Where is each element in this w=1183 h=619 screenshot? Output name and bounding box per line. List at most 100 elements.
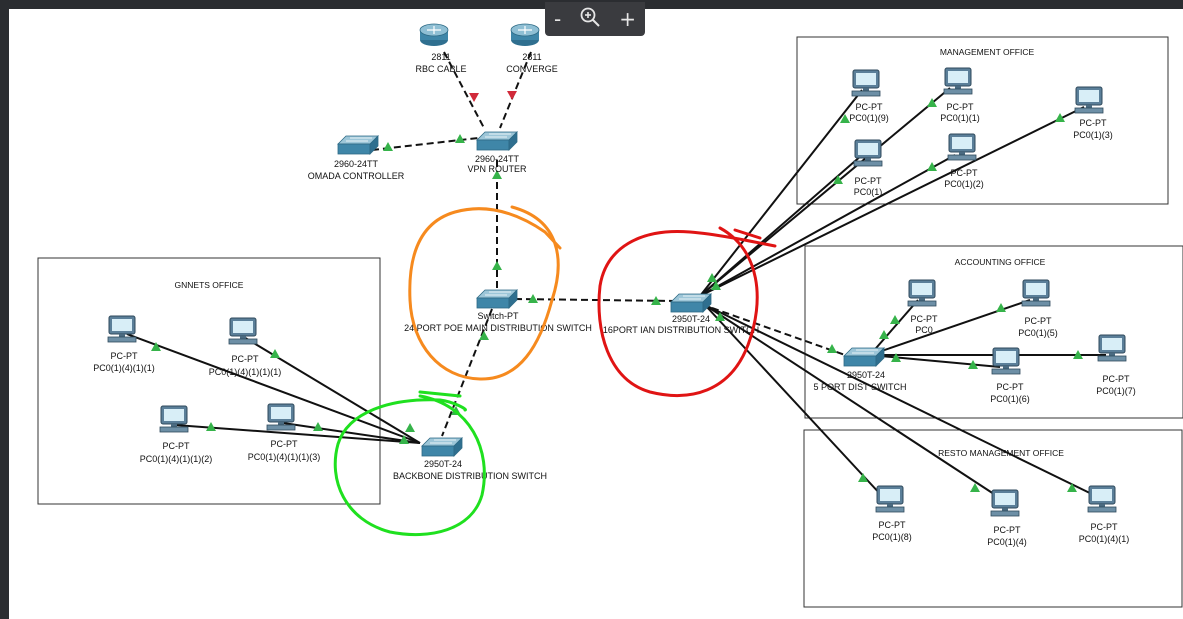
cable-lan16-m3[interactable] (699, 106, 1085, 297)
zoom-out-button[interactable]: - (554, 7, 562, 31)
device-name: PC0(1)(4)(1) (1079, 534, 1130, 544)
pc-icon (875, 485, 905, 513)
device-model: 2960-24TT (475, 154, 520, 164)
device-name: PC0(1)(4) (987, 537, 1027, 547)
link-light-up (492, 261, 502, 270)
switch-icon (337, 135, 379, 155)
device-model: PC-PT (1025, 316, 1053, 326)
device-name: PC0(1)(2) (944, 179, 984, 189)
cable-lan16-r4[interactable] (704, 304, 1001, 499)
pc-icon (159, 405, 189, 433)
cable-poe-backbone[interactable] (441, 308, 493, 437)
area-title: MANAGEMENT OFFICE (940, 47, 1035, 57)
area-title: ACCOUNTING OFFICE (955, 257, 1046, 267)
switch-backbone-distribution[interactable]: 2950T-24 BACKBONE DISTRIBUTION SWITCH (393, 437, 547, 481)
zoom-in-button[interactable]: + (619, 7, 636, 31)
switch-poe-main-distribution[interactable]: Switch-PT 24 PORT POE MAIN DISTRIBUTION … (404, 289, 592, 333)
pc-icon (991, 347, 1021, 375)
switch-vpn-router[interactable]: 2960-24TT VPN ROUTER (467, 131, 527, 174)
device-model: 2950T-24 (424, 459, 462, 469)
device-name: PC0(1)(4)(1)(1)(2) (140, 454, 213, 464)
device-name: PC0(1)(4)(1)(1)(3) (248, 452, 321, 462)
switch-16port-lan-distribution[interactable]: 2950T-24 16PORT IAN DISTRIBUTION SWITCH (603, 293, 759, 335)
cable-lan16-r8[interactable] (704, 304, 883, 497)
device-model: PC-PT (163, 441, 191, 451)
pc-a5[interactable]: PC-PT PC0(1)(5) (1018, 279, 1058, 338)
cable-rbc-vpn[interactable] (443, 51, 485, 129)
link-light-up (996, 303, 1006, 312)
link-light-up (383, 142, 393, 151)
device-model: PC-PT (111, 351, 139, 361)
annotation-circle-orange (408, 205, 562, 381)
magnifier-icon (580, 7, 600, 27)
device-name: PC0 (915, 325, 933, 335)
pc-g3[interactable]: PC-PT PC0(1)(4)(1)(1)(2) (140, 405, 213, 464)
cable-poe-lan16[interactable] (514, 298, 677, 302)
cable-lan16-dist5[interactable] (711, 307, 846, 356)
pc-icon (947, 133, 977, 161)
device-name: PC0(1)(9) (849, 113, 889, 123)
zoom-in-icon[interactable] (579, 6, 601, 33)
area-resto-management-office[interactable]: RESTO MANAGEMENT OFFICE (803, 429, 1183, 608)
cable-converge-vpn[interactable] (499, 51, 532, 129)
cable-backbone-g4[interactable] (282, 422, 421, 444)
device-name: PC0(1)(7) (1096, 386, 1136, 396)
cable-dist5-a0[interactable] (869, 299, 919, 356)
device-model: PC-PT (997, 382, 1025, 392)
link-light-down (507, 91, 517, 100)
cable-lan16-m2[interactable] (699, 154, 956, 297)
area-management-office[interactable]: MANAGEMENT OFFICE (796, 36, 1169, 205)
cable-lan16-r41[interactable] (704, 304, 1101, 499)
area-accounting-office[interactable]: ACCOUNTING OFFICE (804, 245, 1183, 419)
device-model: 2811 (431, 52, 450, 62)
link-light-up (858, 473, 868, 482)
device-name: PC0(1)(1) (940, 113, 980, 123)
pc-icon (266, 403, 296, 431)
cable-backbone-g3[interactable] (174, 424, 421, 444)
cable-lan16-m9[interactable] (699, 89, 863, 297)
pc-icon (1097, 334, 1127, 362)
cable-lan16-m0[interactable] (699, 154, 863, 297)
cable-backbone-g2[interactable] (241, 335, 421, 444)
cable-lan16-m1[interactable] (699, 87, 951, 297)
pc-icon (107, 315, 137, 343)
device-name: BACKBONE DISTRIBUTION SWITCH (393, 471, 547, 481)
cables (126, 51, 1106, 499)
link-light-up (455, 134, 465, 143)
cable-dist5-a6[interactable] (869, 354, 1001, 368)
device-name: PC0(1)(5) (1018, 328, 1058, 338)
router-rbc-cable[interactable]: 2811 RBC CABLE (415, 23, 467, 74)
link-light-up (313, 422, 323, 431)
device-name: 5 PORT DIST SWITCH (813, 382, 906, 392)
device-model: PC-PT (232, 354, 260, 364)
area-title: GNNETS OFFICE (175, 280, 244, 290)
switch-5port-dist[interactable]: 2950T-24 5 PORT DIST SWITCH (813, 347, 907, 392)
area-gnnets-office[interactable]: GNNETS OFFICE (37, 257, 381, 505)
device-model: 2811 (522, 52, 541, 62)
switch-omada-controller[interactable]: 2960-24TT OMADA CONTROLLER (308, 135, 405, 181)
cable-backbone-g1[interactable] (126, 333, 421, 444)
router-icon (419, 23, 449, 47)
link-light-up (1067, 483, 1077, 492)
device-name: OMADA CONTROLLER (308, 171, 405, 181)
pc-icon (907, 279, 937, 307)
switch-icon (670, 293, 712, 313)
area-title: RESTO MANAGEMENT OFFICE (938, 448, 1064, 458)
router-converge[interactable]: 2811 CONVERGE (506, 23, 558, 74)
pc-icon (853, 139, 883, 167)
